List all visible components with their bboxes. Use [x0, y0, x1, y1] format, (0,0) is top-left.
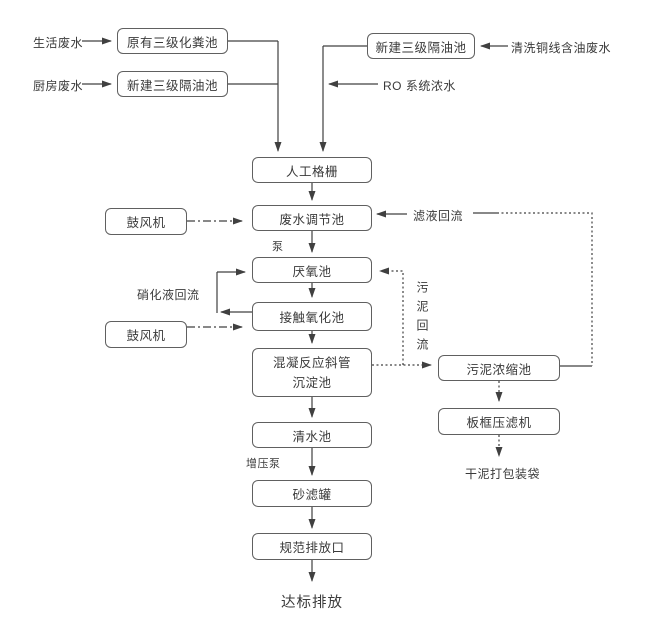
sludge-reflux-label: 污泥回流	[415, 281, 429, 357]
node-blower-1: 鼓风机	[105, 208, 187, 235]
node-sludge-thickening-tank: 污泥浓缩池	[438, 355, 560, 381]
dry-sludge-bagging-label: 干泥打包装袋	[465, 467, 541, 481]
node-coagulation-sedimentation-tank: 混凝反应斜管沉淀池	[252, 348, 372, 397]
kitchen-wastewater-label: 厨房废水	[33, 79, 84, 93]
domestic-wastewater-label: 生活废水	[33, 36, 84, 50]
node-oil-separator-right: 新建三级隔油池	[367, 33, 475, 59]
node-clear-water-tank: 清水池	[252, 422, 372, 448]
filtrate-reflux-label: 滤液回流	[413, 209, 464, 223]
node-oil-separator-left: 新建三级隔油池	[117, 71, 228, 97]
node-contact-oxidation-tank: 接触氧化池	[252, 302, 372, 331]
pump-label: 泵	[272, 241, 284, 253]
node-filter-press: 板框压滤机	[438, 408, 560, 435]
node-coagulation-sedimentation-label: 混凝反应斜管沉淀池	[272, 355, 351, 390]
final-discharge-label: 达标排放	[281, 595, 343, 611]
node-primary-septic-tank: 原有三级化粪池	[117, 28, 228, 54]
node-sand-filter-tank: 砂滤罐	[252, 480, 372, 507]
booster-pump-label: 增压泵	[246, 458, 281, 470]
node-anaerobic-tank: 厌氧池	[252, 257, 372, 283]
edge-sludge-reflux	[379, 267, 404, 365]
node-regulating-tank: 废水调节池	[252, 205, 372, 231]
nitrification-reflux-label: 硝化液回流	[137, 288, 200, 302]
node-discharge-outlet: 规范排放口	[252, 533, 372, 560]
edge-filtrate-dotted	[497, 212, 593, 366]
ro-concentrate-label: RO 系统浓水	[383, 79, 456, 93]
copper-wire-wastewater-label: 清洗铜线含油废水	[511, 41, 612, 55]
node-manual-grille: 人工格栅	[252, 157, 372, 183]
node-blower-2: 鼓风机	[105, 321, 187, 348]
